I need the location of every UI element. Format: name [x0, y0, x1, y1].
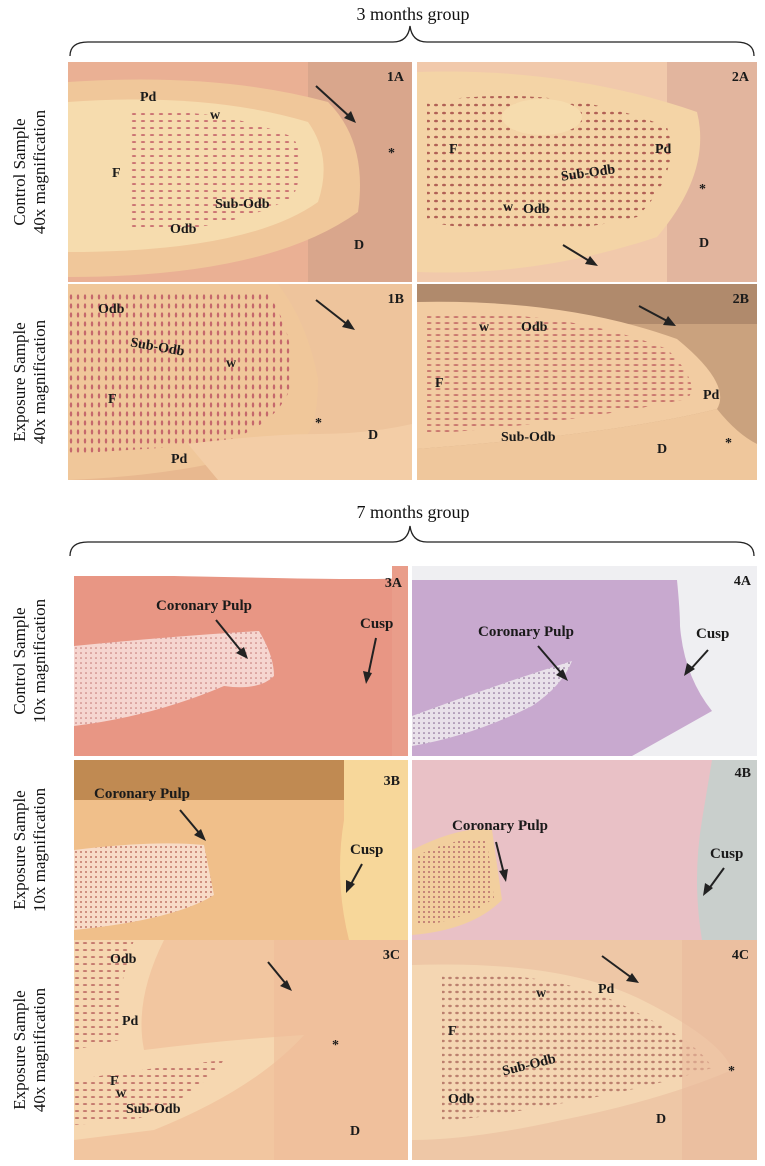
panel-3B: 3B Coronary Pulp Cusp	[74, 760, 408, 940]
panel-3C: 3C Odb Pd F w Sub-Odb * D	[74, 940, 408, 1160]
arrow-icon	[495, 841, 725, 896]
label-odb: Odb	[448, 1092, 475, 1107]
label-star: *	[725, 436, 732, 451]
label-odb: Odb	[521, 320, 548, 335]
label-coronary-pulp: Coronary Pulp	[94, 786, 190, 802]
micrograph-4C	[412, 940, 757, 1160]
label-sub-odb: Sub-Odb	[126, 1102, 181, 1117]
label-f: F	[448, 1024, 457, 1039]
label-pd: Pd	[703, 388, 720, 403]
arrow-icon	[601, 955, 639, 983]
label-d: D	[699, 236, 710, 251]
label-f: F	[110, 1074, 119, 1089]
label-cusp: Cusp	[360, 616, 394, 632]
arrow-icon	[267, 961, 292, 991]
panel-1B: 1B Odb Sub-Odb w F * D Pd	[68, 284, 412, 480]
label-odb: Odb	[98, 302, 125, 317]
label-odb: Odb	[110, 952, 137, 967]
micrograph-3A	[74, 566, 408, 756]
arrow-icon	[315, 85, 356, 123]
label-d: D	[368, 428, 379, 443]
group-title-7-months: 7 months group	[356, 502, 470, 522]
label-f: F	[108, 392, 117, 407]
label-w: w	[503, 200, 514, 215]
label-d: D	[657, 442, 668, 457]
micrograph-4B	[412, 760, 757, 940]
label-sub-odb: Sub-Odb	[501, 430, 556, 445]
micrograph-2A	[417, 62, 757, 282]
label-cusp: Cusp	[710, 846, 744, 862]
panel-4A: 4A Coronary Pulp Cusp	[412, 566, 757, 756]
label-pd: Pd	[598, 982, 615, 997]
label-f: F	[112, 166, 121, 181]
arrow-icon	[537, 645, 709, 681]
label-coronary-pulp: Coronary Pulp	[156, 598, 252, 614]
label-star: *	[332, 1038, 339, 1053]
panel-id-4A: 4A	[733, 574, 751, 589]
micrograph-2B	[417, 284, 757, 480]
label-star: *	[699, 182, 706, 197]
label-cusp: Cusp	[696, 626, 730, 642]
group-title-3-months: 3 months group	[356, 4, 470, 24]
panel-id-3B: 3B	[383, 774, 400, 789]
panel-4C: 4C w Pd F Sub-Odb Odb D *	[412, 940, 757, 1160]
panel-id-3A: 3A	[384, 576, 402, 591]
label-coronary-pulp: Coronary Pulp	[452, 818, 548, 834]
group-brace-7-months	[69, 525, 755, 557]
panel-id-1B: 1B	[387, 292, 404, 307]
label-w: w	[226, 356, 237, 371]
label-star: *	[315, 416, 322, 431]
panel-id-2A: 2A	[731, 70, 749, 85]
panel-id-4C: 4C	[731, 948, 749, 963]
label-d: D	[354, 238, 365, 253]
label-star: *	[388, 146, 395, 161]
label-d: D	[350, 1124, 361, 1139]
panel-4B: 4B Coronary Pulp Cusp	[412, 760, 757, 940]
label-star: *	[728, 1064, 735, 1079]
micrograph-1A	[68, 62, 412, 282]
panel-2A: 2A F Sub-Odb Pd w Odb * D	[417, 62, 757, 282]
micrograph-3C	[74, 940, 408, 1160]
label-pd: Pd	[171, 452, 188, 467]
panel-2B: 2B w Odb F Pd Sub-Odb * D	[417, 284, 757, 480]
label-pd: Pd	[140, 90, 157, 105]
group-brace-3-months	[69, 25, 755, 57]
panel-1A: 1A Pd w F Sub-Odb Odb D *	[68, 62, 412, 282]
arrow-icon	[562, 244, 598, 266]
label-cusp: Cusp	[350, 842, 384, 858]
panel-3A: 3A Coronary Pulp Cusp	[74, 566, 408, 756]
label-w: w	[210, 108, 221, 123]
label-d: D	[656, 1112, 667, 1127]
panel-id-3C: 3C	[382, 948, 400, 963]
arrow-icon	[215, 619, 377, 684]
label-odb: Odb	[170, 222, 197, 237]
label-f: F	[449, 142, 458, 157]
label-w: w	[479, 320, 490, 335]
micrograph-1B	[68, 284, 412, 480]
label-pd: Pd	[655, 142, 672, 157]
arrow-icon	[638, 305, 676, 326]
panel-id-1A: 1A	[386, 70, 404, 85]
label-w: w	[536, 986, 547, 1001]
micrograph-3B	[74, 760, 408, 940]
panel-id-2B: 2B	[732, 292, 749, 307]
label-coronary-pulp: Coronary Pulp	[478, 624, 574, 640]
micrograph-4A	[412, 566, 757, 756]
label-f: F	[435, 376, 444, 391]
label-sub-odb: Sub-Odb	[215, 197, 270, 212]
arrow-icon	[179, 809, 363, 893]
label-w: w	[116, 1086, 127, 1101]
label-odb: Odb	[523, 202, 550, 217]
panel-id-4B: 4B	[734, 766, 751, 781]
label-pd: Pd	[122, 1014, 139, 1029]
arrow-icon	[315, 299, 355, 330]
